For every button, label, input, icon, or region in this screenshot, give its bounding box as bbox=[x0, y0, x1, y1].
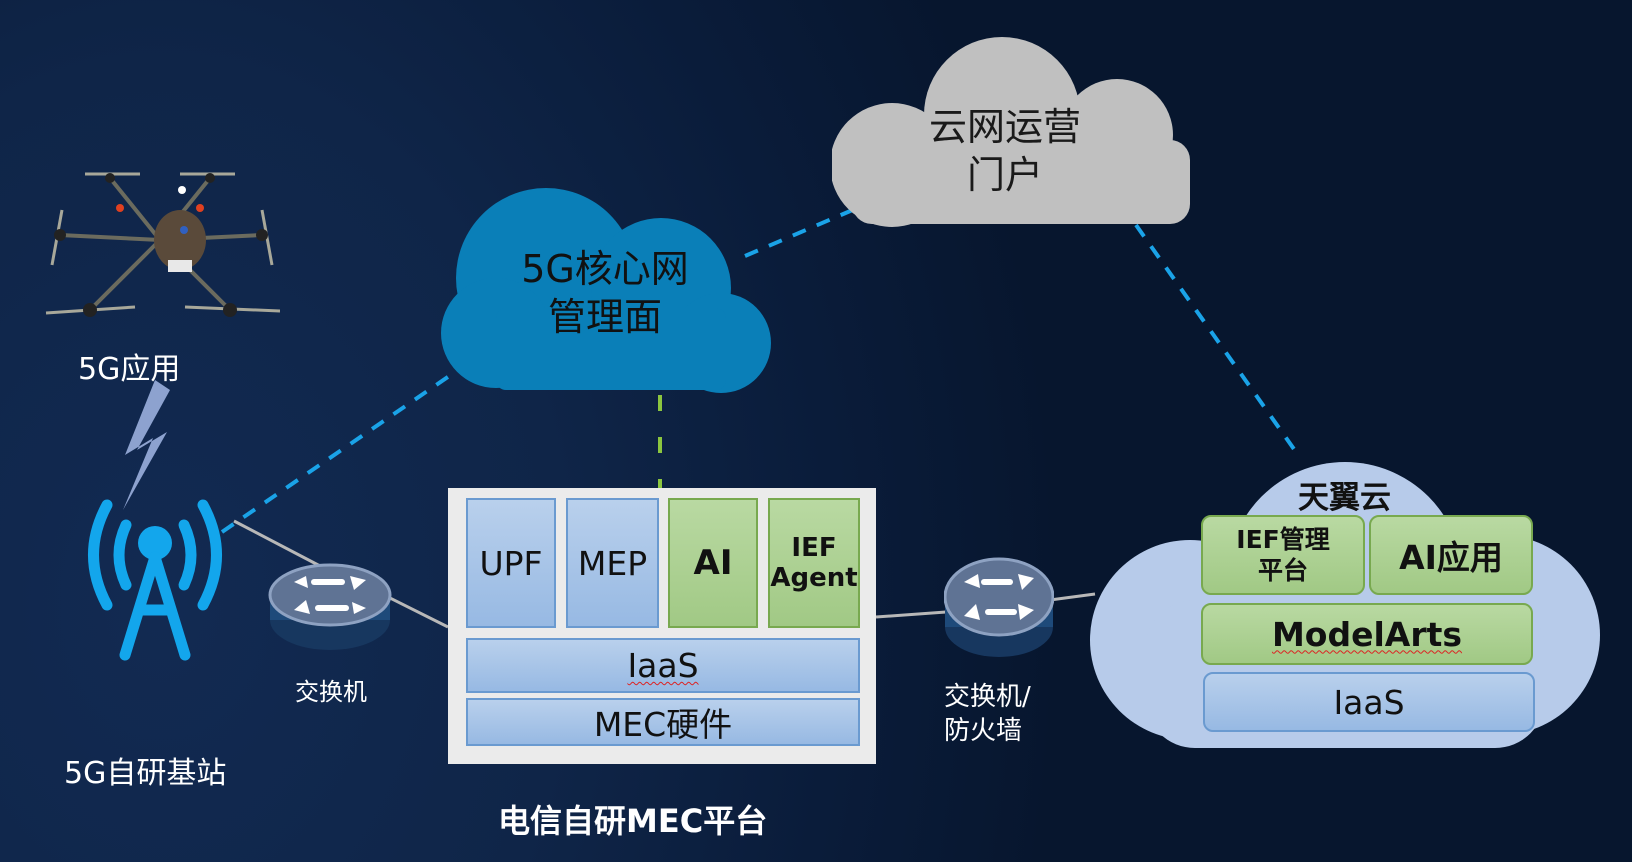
drone-icon bbox=[45, 172, 281, 317]
portal-cloud-line1: 云网运营 bbox=[928, 105, 1081, 149]
core-cloud-line2: 管理面 bbox=[547, 295, 662, 339]
tianyi-ief-platform: IEF管理 平台 bbox=[1201, 515, 1365, 595]
mec-platform-title: 电信自研MEC平台 bbox=[498, 802, 768, 840]
mec-hardware: MEC硬件 bbox=[466, 698, 860, 746]
link-mec-firewall bbox=[875, 610, 947, 619]
mec-platform: UPF MEP AI IEF Agent IaaS MEC硬件 bbox=[448, 488, 876, 764]
dashed-core-portal bbox=[744, 204, 863, 258]
switch-firewall-label-line1: 交换机/ bbox=[944, 682, 1031, 712]
tianyi-ief-line1: IEF管理 bbox=[1236, 525, 1330, 554]
switch-icon bbox=[944, 557, 1054, 657]
switch-firewall-label: 交换机/ 防火墙 bbox=[944, 680, 1031, 748]
switch-left-label: 交换机 bbox=[295, 678, 367, 706]
portal-cloud-text: 云网运营 门户 bbox=[880, 103, 1130, 199]
core-cloud-line1: 5G核心网 bbox=[521, 247, 689, 291]
switch-firewall-label-line2: 防火墙 bbox=[944, 716, 1023, 746]
core-network-cloud-text: 5G核心网 管理面 bbox=[480, 245, 730, 341]
core-network-cloud bbox=[441, 188, 771, 393]
mec-cell-ief-agent: IEF Agent bbox=[768, 498, 860, 628]
ief-agent-line1: IEF bbox=[791, 533, 837, 563]
base-station-label: 5G自研基站 bbox=[64, 756, 227, 791]
link-switch-mec bbox=[379, 591, 449, 629]
tianyi-ief-line2: 平台 bbox=[1257, 556, 1308, 585]
drone bbox=[40, 160, 281, 320]
portal-cloud-line2: 门户 bbox=[966, 153, 1043, 197]
switch-icon bbox=[268, 563, 392, 650]
modelarts-label: ModelArts bbox=[1271, 614, 1463, 654]
link-basestation-switch bbox=[233, 519, 323, 569]
portal-cloud bbox=[832, 37, 1190, 227]
tianyi-ai-app: AI应用 bbox=[1369, 515, 1533, 595]
tianyi-modelarts: ModelArts bbox=[1201, 603, 1533, 665]
antenna-tower-icon bbox=[88, 499, 222, 661]
drone-label: 5G应用 bbox=[78, 352, 181, 387]
mec-cell-ai: AI bbox=[668, 498, 758, 628]
ief-agent-line2: Agent bbox=[770, 563, 858, 593]
lightning-icon bbox=[123, 380, 170, 510]
dashed-basestation-core bbox=[220, 368, 460, 534]
tianyi-iaas: IaaS bbox=[1203, 672, 1535, 732]
mec-cell-upf: UPF bbox=[466, 498, 556, 628]
tianyi-cloud-title: 天翼云 bbox=[1298, 480, 1391, 516]
mec-iaas: IaaS bbox=[466, 638, 860, 693]
dashed-portal-tianyi bbox=[1134, 223, 1298, 454]
mec-iaas-label: IaaS bbox=[627, 646, 699, 685]
link-firewall-tianyi bbox=[1049, 592, 1096, 602]
mec-cell-mep: MEP bbox=[566, 498, 659, 628]
